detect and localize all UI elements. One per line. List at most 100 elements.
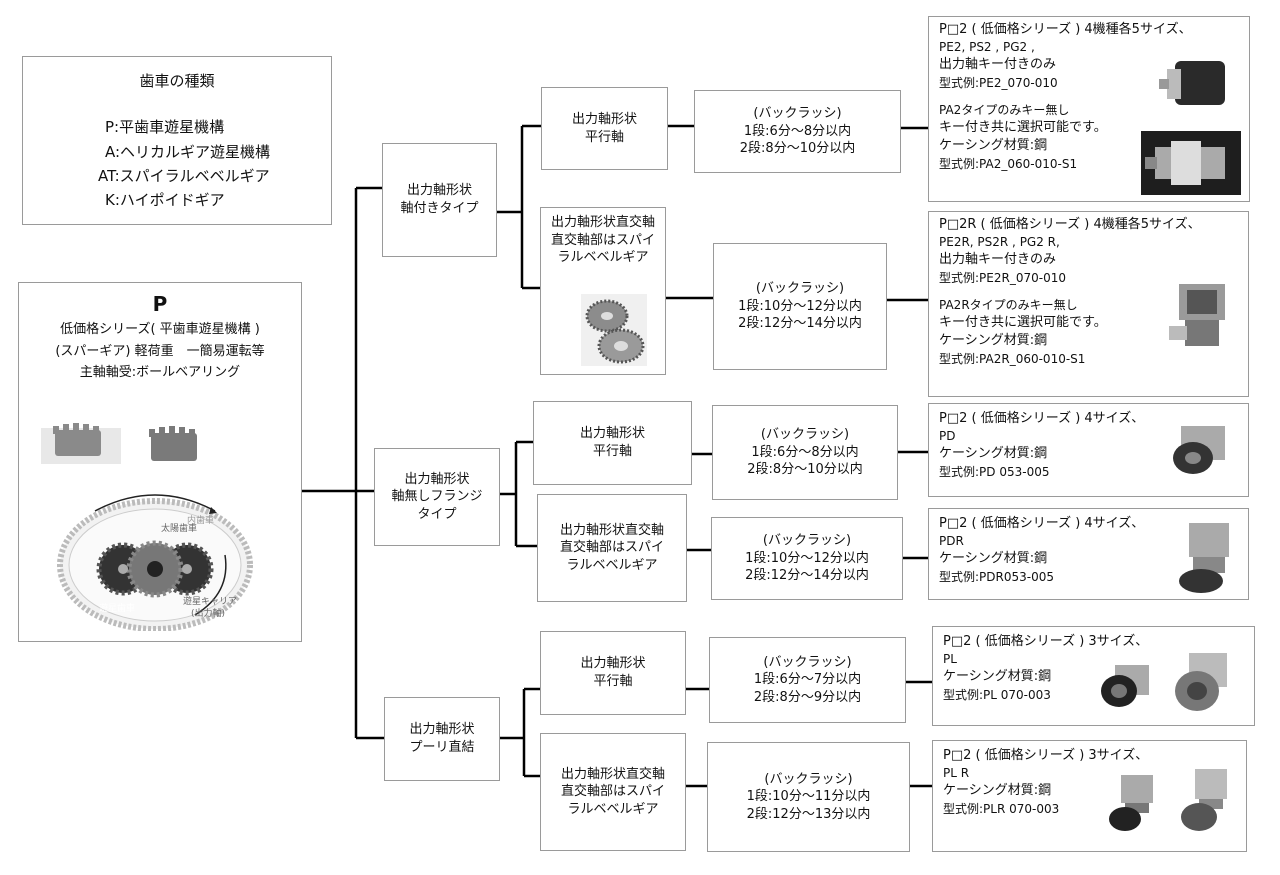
detail-line: 型式例:PA2_060-010-S1 xyxy=(939,156,1078,171)
pulley-right-angle-image-1 xyxy=(1109,775,1153,831)
gearbox-cutaway-image xyxy=(1141,131,1241,195)
detail-line: P□2 ( 低価格シリーズ ) 3サイズ、 xyxy=(943,748,1149,763)
flange-gearbox-image xyxy=(1173,426,1225,474)
pulley-gearbox-image-2 xyxy=(1175,653,1227,711)
subtype-line: ラルベベルギア xyxy=(566,557,658,573)
detail-box-2: P□2R ( 低価格シリーズ ) 4機種各5サイズ、 PE2R, PS2R , … xyxy=(928,211,1249,397)
detail-line: P□2 ( 低価格シリーズ ) 4サイズ、 xyxy=(939,411,1145,426)
subtype-line: 平行軸 xyxy=(593,674,633,689)
subtype-line: 平行軸 xyxy=(592,444,632,459)
backlash-line: 2段:8分～10分以内 xyxy=(747,462,863,478)
backlash-box-2: (バックラッシ) 1段:10分～12分以内 2段:12分～14分以内 xyxy=(713,243,887,370)
backlash-line: 2段:12分～14分以内 xyxy=(745,568,869,584)
subtype-line: 出力軸形状 xyxy=(580,656,646,672)
backlash-line: 2段:12分～14分以内 xyxy=(738,316,862,332)
detail-line: 型式例:PL 070-003 xyxy=(943,687,1051,702)
backlash-line: 1段:6分～7分以内 xyxy=(753,672,862,688)
bevel-gear-image xyxy=(581,294,647,366)
category-line: タイプ xyxy=(417,506,457,522)
detail-box-6: P□2 ( 低価格シリーズ ) 3サイズ、 PL R ケーシング材質:鋼 型式例… xyxy=(932,740,1247,852)
detail-line: 型式例:PA2R_060-010-S1 xyxy=(939,351,1086,366)
backlash-line: 2段:8分～10分以内 xyxy=(739,141,856,157)
right-angle-flange-gearbox-image xyxy=(1179,523,1229,593)
subtype-line: 出力軸形状直交軸 xyxy=(550,215,655,230)
backlash-line: (バックラッシ) xyxy=(762,533,852,549)
legend-item-a: A:ヘリカルギア遊星機構 xyxy=(105,143,271,161)
planetary-gear-diagram xyxy=(57,494,253,631)
legend-item-k: K:ハイポイドギア xyxy=(105,191,225,209)
detail-line: PD xyxy=(939,429,956,444)
detail-line: 型式例:PD 053-005 xyxy=(939,464,1050,479)
gear-type-legend: 歯車の種類 P:平歯車遊星機構 A:ヘリカルギア遊星機構 AT:スパイラルベベル… xyxy=(22,56,332,225)
backlash-line: 1段:10分～12分以内 xyxy=(745,550,869,566)
detail-line: ケーシング材質:鋼 xyxy=(939,333,1048,349)
detail-line: 型式例:PDR053-005 xyxy=(939,569,1054,584)
ring-gear-label: 内歯車 xyxy=(187,516,215,526)
detail-line: ケーシング材質:鋼 xyxy=(939,446,1048,462)
subtype-line: 出力軸形状 xyxy=(579,426,645,442)
detail-line: キー付き共に選択可能です。 xyxy=(939,120,1107,135)
backlash-line: (バックラッシ) xyxy=(763,654,852,670)
detail-box-3: P□2 ( 低価格シリーズ ) 4サイズ、 PD ケーシング材質:鋼 型式例:P… xyxy=(928,403,1249,497)
pulley-gearbox-image-1 xyxy=(1101,665,1149,707)
detail-line: P□2R ( 低価格シリーズ ) 4機種各5サイズ、 xyxy=(939,217,1201,232)
detail-line: PE2, PS2 , PG2 , xyxy=(939,40,1035,55)
subtype-orthogonal-3: 出力軸形状直交軸 直交軸部はスパイ ラルベベルギア xyxy=(540,733,686,851)
legend-title: 歯車の種類 xyxy=(139,72,215,90)
subtype-parallel-2: 出力軸形状 平行軸 xyxy=(533,401,692,485)
carrier-sub-label: (出力軸) xyxy=(191,609,226,619)
detail-line: 型式例:PE2_070-010 xyxy=(939,75,1058,90)
pulley-right-angle-image-2 xyxy=(1181,769,1227,831)
subtype-line: 直交軸部はスパイ xyxy=(550,232,655,248)
detail-line: P□2 ( 低価格シリーズ ) 4サイズ、 xyxy=(939,516,1145,531)
detail-box-5: P□2 ( 低価格シリーズ ) 3サイズ、 PL ケーシング材質:鋼 型式例:P… xyxy=(932,626,1255,726)
backlash-line: (バックラッシ) xyxy=(755,281,845,297)
subtype-parallel-1: 出力軸形状 平行軸 xyxy=(541,87,668,170)
root-line-2: (スパーギア) 軽荷重 一簡易運転等 xyxy=(55,344,265,359)
backlash-line: (バックラッシ) xyxy=(760,427,850,443)
legend-item-p: P:平歯車遊星機構 xyxy=(105,118,225,136)
detail-line: PL R xyxy=(943,766,970,781)
category-shaft-type: 出力軸形状 軸付きタイプ xyxy=(382,143,497,257)
subtype-orthogonal-1: 出力軸形状直交軸 直交軸部はスパイ ラルベベルギア xyxy=(540,207,666,375)
backlash-line: 1段:10分～11分以内 xyxy=(746,789,871,805)
category-line: 出力軸形状 xyxy=(404,471,470,487)
category-flange-type: 出力軸形状 軸無しフランジ タイプ xyxy=(374,448,500,546)
backlash-box-6: (バックラッシ) 1段:10分～11分以内 2段:12分～13分以内 xyxy=(707,742,910,852)
backlash-line: (バックラッシ) xyxy=(764,771,853,787)
backlash-line: (バックラッシ) xyxy=(753,106,842,122)
detail-line: PA2Rタイプのみキー無し xyxy=(939,297,1078,312)
detail-line: ケーシング材質:鋼 xyxy=(939,138,1048,154)
spur-gear-image-2 xyxy=(149,426,197,461)
root-line-1: 低価格シリーズ( 平歯車遊星機構 ) xyxy=(60,322,260,337)
category-line: 出力軸形状 xyxy=(409,722,475,738)
backlash-box-1: (バックラッシ) 1段:6分～8分以内 2段:8分～10分以内 xyxy=(694,90,901,173)
detail-box-1: P□2 ( 低価格シリーズ ) 4機種各5サイズ、 PE2, PS2 , PG2… xyxy=(928,16,1250,202)
backlash-box-3: (バックラッシ) 1段:6分～8分以内 2段:8分～10分以内 xyxy=(712,405,898,500)
planet-gear-label: 遊星歯車 xyxy=(99,604,136,614)
backlash-line: 1段:6分～8分以内 xyxy=(743,123,852,139)
subtype-line: ラルベベルギア xyxy=(567,801,659,817)
right-angle-gearbox-image xyxy=(1169,284,1225,346)
subtype-line: ラルベベルギア xyxy=(557,250,649,266)
detail-line: PE2R, PS2R , PG2 R, xyxy=(939,235,1060,250)
category-line: プーリ直結 xyxy=(409,740,475,755)
detail-line: キー付き共に選択可能です。 xyxy=(939,315,1107,330)
backlash-line: 1段:6分～8分以内 xyxy=(751,444,859,460)
backlash-box-5: (バックラッシ) 1段:6分～7分以内 2段:8分～9分以内 xyxy=(709,637,906,723)
detail-line: 型式例:PLR 070-003 xyxy=(943,801,1060,816)
detail-line: ケーシング材質:鋼 xyxy=(943,669,1052,685)
subtype-orthogonal-2: 出力軸形状直交軸 直交軸部はスパイ ラルベベルギア xyxy=(537,494,687,602)
root-series-box: P 低価格シリーズ( 平歯車遊星機構 ) (スパーギア) 軽荷重 一簡易運転等 … xyxy=(18,282,302,642)
category-line: 軸付きタイプ xyxy=(400,201,479,216)
detail-line: P□2 ( 低価格シリーズ ) 3サイズ、 xyxy=(943,634,1149,649)
detail-line: PDR xyxy=(939,534,964,549)
subtype-line: 出力軸形状直交軸 xyxy=(559,522,664,538)
detail-line: 型式例:PE2R_070-010 xyxy=(939,270,1066,285)
subtype-line: 直交軸部はスパイ xyxy=(560,784,665,800)
detail-line: ケーシング材質:鋼 xyxy=(943,783,1052,799)
detail-line: PA2タイプのみキー無し xyxy=(939,102,1070,117)
legend-item-at: AT:スパイラルベベルギア xyxy=(98,167,270,185)
